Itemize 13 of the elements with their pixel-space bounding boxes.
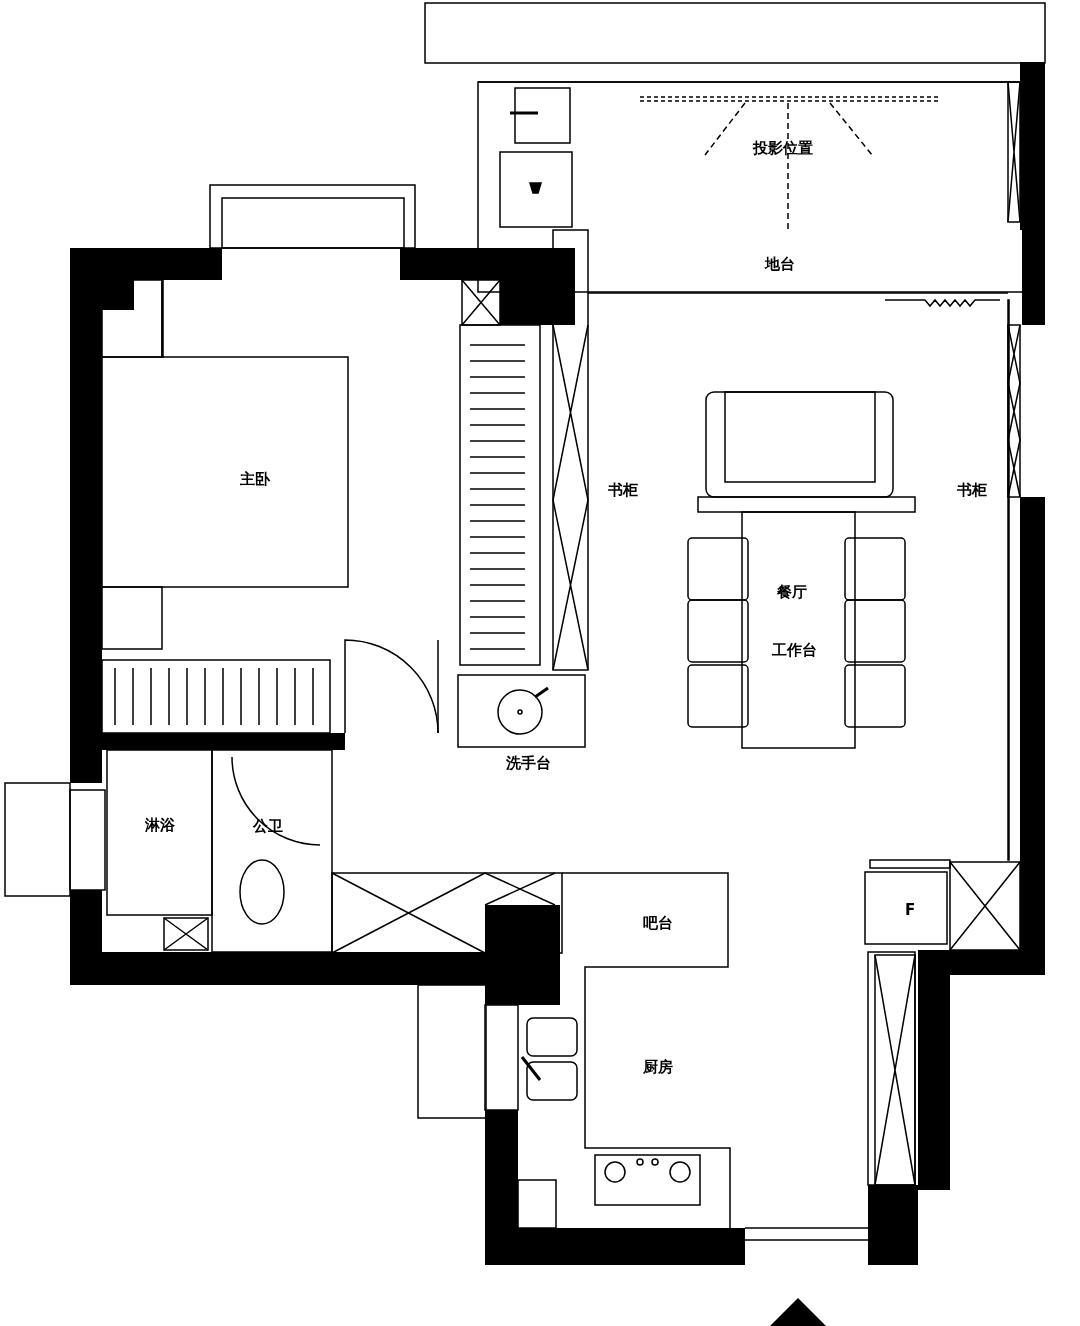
- room-label: 投影位置: [753, 139, 813, 157]
- room-label: 工作台: [771, 641, 817, 659]
- room-label: 书柜: [957, 481, 987, 499]
- room-label: 公卫: [253, 817, 283, 835]
- room-label: 洗手台: [505, 754, 551, 772]
- room-label: 厨房: [643, 1058, 673, 1076]
- room-label: 主卧: [240, 470, 270, 488]
- room-label: F: [904, 901, 916, 919]
- room-label: 地台: [765, 255, 795, 273]
- room-label: 淋浴: [145, 816, 175, 834]
- room-label: 吧台: [643, 914, 673, 932]
- room-label: 餐厅: [777, 583, 807, 601]
- room-label: 书柜: [608, 481, 638, 499]
